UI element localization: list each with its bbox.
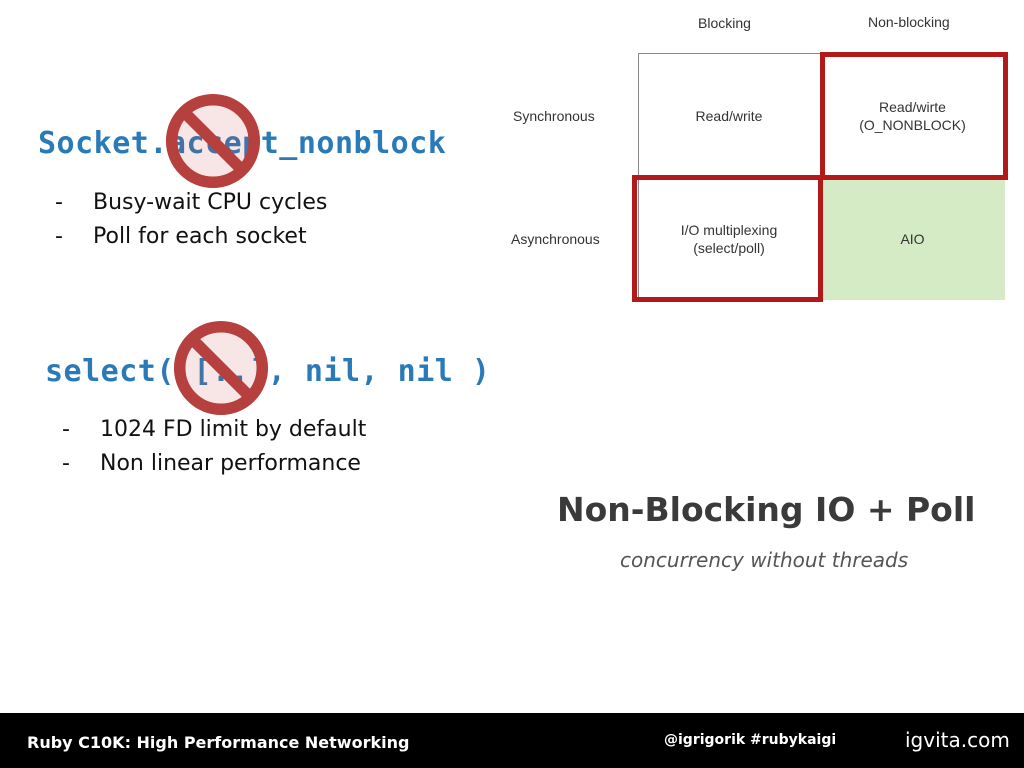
no-sign-icon [165, 93, 261, 189]
footer-title: Ruby C10K: High Performance Networking [27, 733, 410, 752]
bullet-list-accept: -Busy-wait CPU cycles -Poll for each soc… [55, 186, 327, 254]
footer-handle: @igrigorik #rubykaigi [664, 732, 837, 748]
cell-async-nonblocking: AIO [900, 231, 925, 247]
bullet-list-select: -1024 FD limit by default -Non linear pe… [62, 413, 366, 481]
slide-subheadline: concurrency without threads [620, 548, 909, 572]
slide-headline: Non-Blocking IO + Poll [557, 490, 976, 529]
no-sign-icon [173, 320, 269, 416]
cell-async-blocking: I/O multiplexing (select/poll) [680, 222, 778, 256]
col-header-nonblocking: Non-blocking [868, 14, 950, 30]
list-item: -Busy-wait CPU cycles [55, 190, 328, 215]
aio-cell-fill [820, 178, 1005, 300]
col-header-blocking: Blocking [698, 15, 751, 31]
footer-site: igvita.com [905, 728, 1010, 752]
list-item: -1024 FD limit by default [62, 417, 367, 442]
list-item: -Non linear performance [62, 451, 361, 476]
highlight-box-nonblocking-sync [820, 52, 1008, 180]
footer-bar: Ruby C10K: High Performance Networking @… [0, 713, 1024, 768]
code-socket-accept-nonblock: Socket.accept_nonblock [38, 126, 446, 161]
row-header-asynchronous: Asynchronous [511, 231, 600, 247]
cell-sync-nonblocking: Read/wirte (O_NONBLOCK) [859, 98, 966, 133]
highlight-box-io-multiplexing [632, 175, 823, 302]
row-header-synchronous: Synchronous [513, 108, 595, 124]
list-item: -Poll for each socket [55, 224, 307, 249]
cell-sync-blocking: Read/write [695, 107, 763, 124]
